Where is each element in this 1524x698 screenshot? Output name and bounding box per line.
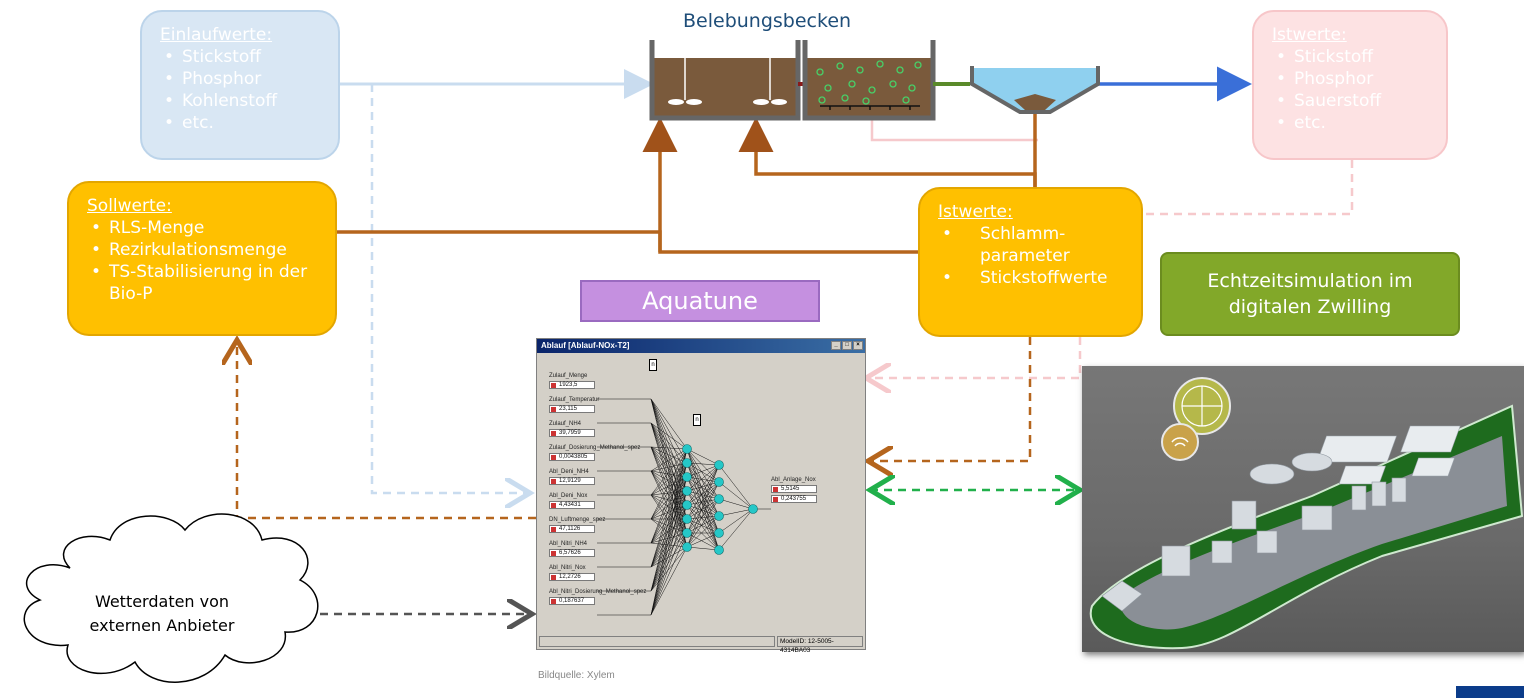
input-value: 47,1126: [549, 525, 595, 533]
hidden-node: [714, 494, 724, 504]
istwerte-sludge-item: Schlamm-parameter: [938, 223, 1123, 267]
input-label: Abl_Deni_NH4: [549, 469, 589, 475]
basin-title: Belebungsbecken: [683, 10, 852, 32]
sollwerte-item: TS-Stabilisierung in der Bio-P: [87, 261, 317, 305]
realtime-line-1: Echtzeitsimulation im: [1207, 270, 1413, 292]
input-value: 39,7959: [549, 429, 595, 437]
layer-n-box: n: [649, 359, 657, 371]
logo-fragment: [1456, 686, 1524, 698]
ras-arrow-2: [738, 117, 1037, 187]
sollwerte-item: RLS-Menge: [87, 217, 317, 239]
hidden-node: [714, 477, 724, 487]
hidden-node: [682, 500, 692, 510]
sollwerte-heading: Sollwerte:: [87, 196, 172, 216]
istwerte-effluent-item: Sauerstoff: [1272, 90, 1428, 112]
hidden-node: [682, 472, 692, 482]
istwerte-to-aquatune-dashed: [868, 337, 1032, 461]
input-label: Abl_Nitri_NH4: [549, 541, 588, 547]
aquatune-window: Ablauf [Ablauf-NOx-T2] _ □ × Zulauf_Meng…: [536, 338, 866, 654]
minimize-icon[interactable]: _: [831, 341, 841, 350]
einlauf-item: etc.: [160, 112, 320, 134]
close-icon[interactable]: ×: [853, 341, 863, 350]
input-label: Abl_Nitri_Nox: [549, 565, 586, 571]
hidden-node: [682, 458, 692, 468]
anoxic-tank: [649, 40, 801, 121]
layer-n-box: n: [693, 414, 701, 426]
output-node: [748, 504, 758, 514]
weather-label: Wetterdaten von externen Anbieter: [62, 590, 262, 638]
einlauf-item: Kohlenstoff: [160, 90, 320, 112]
sollwerte-box: Sollwerte: RLS-Menge Rezirkulationsmenge…: [67, 181, 337, 336]
istwerte-effluent-item: Stickstoff: [1272, 46, 1428, 68]
input-label: Zulauf_Menge: [549, 373, 588, 379]
einlauf-item: Phosphor: [160, 68, 320, 90]
realtime-simulation-box: Echtzeitsimulation im digitalen Zwilling: [1160, 252, 1460, 336]
realtime-line-2: digitalen Zwilling: [1228, 296, 1392, 318]
input-label: Zulauf_NH4: [549, 421, 582, 427]
aerated-tank: [802, 40, 936, 121]
clarifier-tank: [970, 66, 1100, 114]
input-label: Zulauf_Temperatur: [549, 397, 600, 403]
einlauf-item: Stickstoff: [160, 46, 320, 68]
input-value: 12,2726: [549, 573, 595, 581]
wifi-icon: [1161, 423, 1199, 461]
hidden-node: [682, 514, 692, 524]
window-statusbar: ModelID: 12-5005-4314BA03: [539, 636, 863, 654]
hidden-node: [714, 545, 724, 555]
hidden-node: [682, 444, 692, 454]
hidden-node: [682, 486, 692, 496]
input-value: 0,0043805: [549, 453, 595, 461]
output-label: Abl_Anlage_Nox: [771, 477, 816, 483]
istwerte-pink-dashed-2: [866, 337, 1082, 378]
istwerte-effluent-item: Phosphor: [1272, 68, 1428, 90]
hidden-node: [714, 511, 724, 521]
istwerte-sludge-heading: Istwerte:: [938, 202, 1013, 222]
sollwerte-to-istwerte-line: [337, 230, 918, 254]
input-value: 23,115: [549, 405, 595, 413]
output-value: 0,243755: [771, 495, 817, 503]
maximize-icon[interactable]: □: [842, 341, 852, 350]
aquatune-label: Aquatune: [580, 280, 820, 322]
istwerte-sludge-item: Stickstoffwerte: [938, 267, 1123, 289]
cloud-shape: [23, 513, 319, 683]
input-value: 4,43431: [549, 501, 595, 509]
hidden-node: [682, 542, 692, 552]
output-value: 5,5145: [771, 485, 817, 493]
hidden-node: [714, 528, 724, 538]
window-title: Ablauf [Ablauf-NOx-T2]: [541, 341, 630, 350]
input-label: Abl_Deni_Nox: [549, 493, 588, 499]
input-value: 1923,5: [549, 381, 595, 389]
input-label: Abl_Nitri_Dosierung_Methanol_spez: [549, 589, 647, 595]
einlauf-box: Einlaufwerte: Stickstoff Phosphor Kohlen…: [140, 10, 340, 160]
istwerte-effluent-box: Istwerte: Stickstoff Phosphor Sauerstoff…: [1252, 10, 1448, 160]
input-value: 0,187637: [549, 597, 595, 605]
weather-line-2: externen Anbieter: [89, 616, 235, 635]
input-value: 6,57626: [549, 549, 595, 557]
neural-network-graph: [597, 398, 771, 616]
sollwerte-item: Rezirkulationsmenge: [87, 239, 317, 261]
weather-line-1: Wetterdaten von: [94, 592, 230, 611]
plant-rendering: [1089, 377, 1524, 650]
istwerte-pink-dashed-1: [1145, 160, 1354, 216]
einlauf-heading: Einlaufwerte:: [160, 25, 273, 45]
istwerte-effluent-item: etc.: [1272, 112, 1428, 134]
hidden-node: [682, 528, 692, 538]
hidden-node: [714, 460, 724, 470]
einlauf-to-aquatune-dashed: [370, 84, 530, 493]
image-credit: Bildquelle: Xylem: [538, 670, 615, 681]
input-label: Zulauf_Dosierung_Methanol_spez: [549, 445, 641, 451]
digital-twin-image: [1082, 366, 1524, 652]
aquatune-to-sollwerte-dashed: [237, 340, 536, 520]
window-titlebar: Ablauf [Ablauf-NOx-T2] _ □ ×: [537, 339, 865, 353]
input-label: DN_Luftmenge_spez: [549, 517, 606, 523]
input-value: 12,9129: [549, 477, 595, 485]
istwerte-sludge-box: Istwerte: Schlamm-parameter Stickstoffwe…: [918, 187, 1143, 337]
istwerte-effluent-heading: Istwerte:: [1272, 25, 1347, 45]
model-id: ModelID: 12-5005-4314BA03: [777, 636, 863, 654]
